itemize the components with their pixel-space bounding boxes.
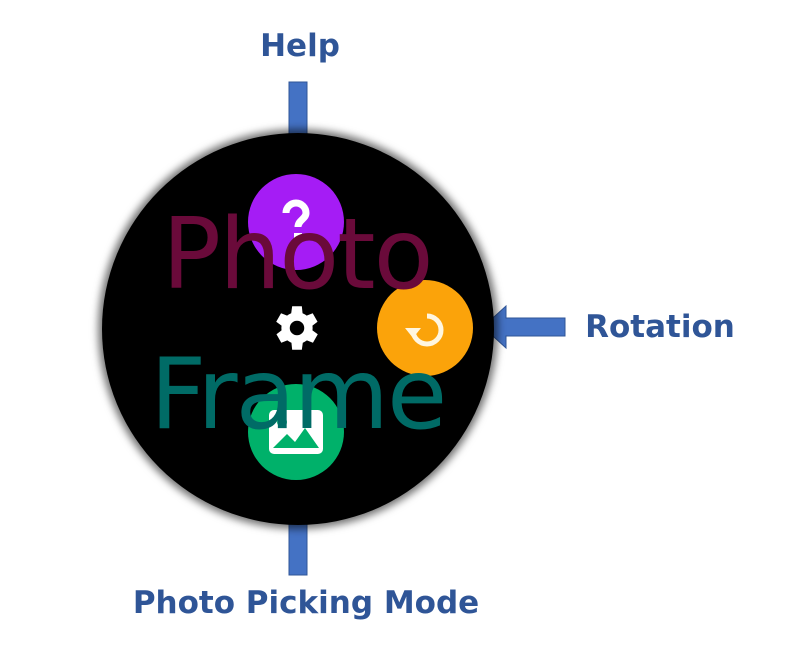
rotation-button[interactable] <box>377 280 473 376</box>
help-label: Help <box>260 28 340 64</box>
rotation-label: Rotation <box>585 309 735 345</box>
image-icon <box>269 410 323 454</box>
help-button[interactable] <box>248 174 344 270</box>
question-icon <box>282 199 310 241</box>
photo-picking-button[interactable] <box>248 384 344 480</box>
gear-icon <box>276 306 318 350</box>
settings-button[interactable] <box>268 299 326 357</box>
photo-picking-label: Photo Picking Mode <box>132 585 480 621</box>
rotation-arrow <box>482 304 566 350</box>
rotate-icon <box>405 313 444 347</box>
